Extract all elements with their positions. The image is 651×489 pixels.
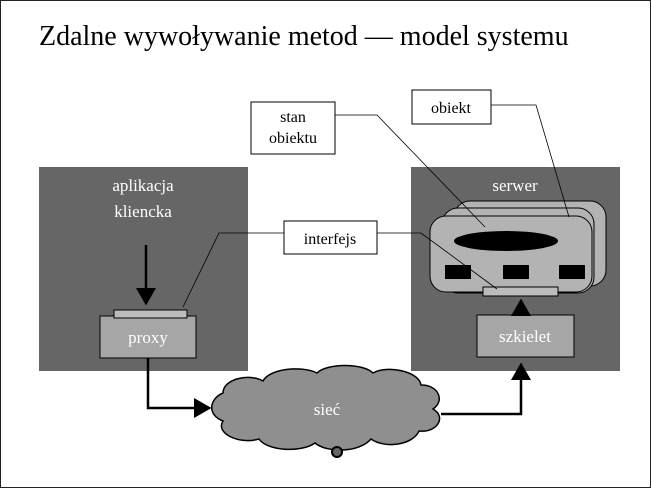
client-label-line2: kliencka — [114, 202, 172, 221]
proxy-label: proxy — [128, 328, 168, 347]
interface-callout-label: interfejs — [304, 231, 356, 248]
object-state-ellipse — [454, 231, 558, 251]
object-callout-label: obiekt — [431, 100, 472, 117]
proxy-to-network-arrow — [146, 358, 212, 418]
object-callout-box — [411, 89, 492, 125]
method-block-3 — [559, 265, 585, 279]
skeleton-label: szkielet — [499, 327, 551, 346]
object-callout-line — [491, 104, 570, 218]
network-connector-icon — [331, 446, 343, 458]
network-to-skeleton-arrow — [441, 362, 531, 416]
skeleton-box — [476, 314, 575, 358]
skeleton-interface-bar — [482, 286, 559, 297]
method-block-2 — [503, 265, 529, 279]
client-label-line1: aplikacja — [112, 176, 174, 195]
network-cloud — [211, 364, 441, 451]
object-layer-1 — [429, 215, 593, 293]
state-callout-line — [335, 114, 486, 228]
interface-callout-box — [283, 220, 378, 255]
state-callout-label-line2: obiektu — [269, 130, 317, 147]
interface-callout-line-right — [377, 232, 498, 290]
proxy-box — [99, 315, 197, 359]
state-callout-box — [250, 101, 336, 155]
network-label: sieć — [314, 400, 341, 419]
interface-callout-line-left — [182, 232, 284, 308]
state-callout-label-line1: stan — [280, 109, 306, 126]
server-label: serwer — [492, 176, 538, 195]
method-block-1 — [445, 265, 471, 279]
proxy-interface-bar — [113, 309, 188, 319]
slide-title: Zdalne wywoływanie metod — model systemu — [39, 21, 569, 52]
